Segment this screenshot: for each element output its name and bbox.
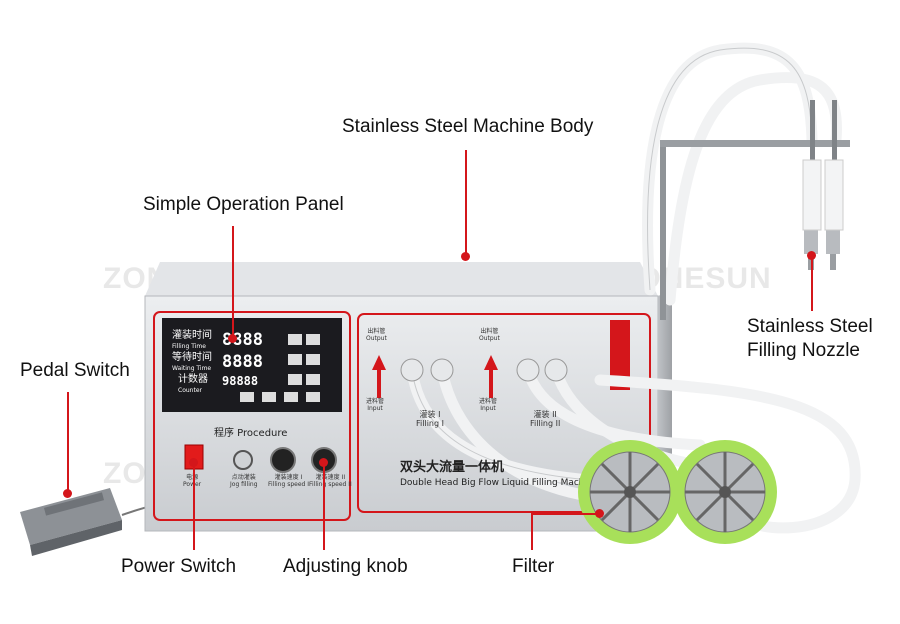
jog-button-graphic <box>233 450 253 470</box>
waiting-time-label: 等待时间 Waiting Time <box>172 352 212 372</box>
power-label: 电源Power <box>183 474 201 488</box>
procedure-label: 程序 Procedure <box>214 428 288 439</box>
label-filter: Filter <box>512 556 555 577</box>
leader-machine-body <box>465 150 467 256</box>
label-pedal-switch: Pedal Switch <box>20 360 130 381</box>
leader-dot-nozzle <box>807 251 816 260</box>
filling-time-label: 灌装时间 Filling Time <box>172 330 212 350</box>
counter-display: 98888 <box>222 374 259 388</box>
filter-1-graphic <box>578 440 682 544</box>
filter-2-graphic <box>673 440 777 544</box>
knob-1-graphic <box>270 447 296 473</box>
warning-label <box>610 320 630 390</box>
waiting-time-display: 8888 <box>222 352 263 372</box>
leader-operation-panel <box>232 226 234 338</box>
front-red-frame <box>357 313 651 513</box>
leader-dot-power-switch <box>189 458 198 467</box>
panel-keypad <box>240 334 320 402</box>
leader-filter-horizontal <box>531 513 599 515</box>
label-nozzle-line2: Filling Nozzle <box>747 340 860 361</box>
nozzle-bracket-graphic <box>660 100 850 320</box>
counter-label: 计数器 Counter <box>178 374 208 394</box>
leader-dot-machine-body <box>461 252 470 261</box>
arrow-2-graphic <box>484 355 498 398</box>
label-adjusting-knob: Adjusting knob <box>283 556 408 577</box>
label-power-switch: Power Switch <box>121 556 237 577</box>
leader-dot-operation-panel <box>228 334 237 343</box>
leader-dot-pedal-switch <box>63 489 72 498</box>
leader-power-switch <box>193 462 195 550</box>
leader-pedal-switch <box>67 392 69 492</box>
inlet-fitting-2 <box>430 358 454 382</box>
arrow-1-graphic <box>372 355 386 398</box>
leader-nozzle <box>811 255 813 311</box>
inlet-fitting-3 <box>516 358 540 382</box>
label-nozzle-line1: Stainless Steel <box>747 316 873 337</box>
tubes-outline <box>411 47 813 481</box>
leader-dot-filter <box>595 509 604 518</box>
machine-title-en: Double Head Big Flow Liquid Filling Mach… <box>400 478 580 488</box>
leader-adjusting-knob <box>323 462 325 550</box>
leader-dot-adjusting-knob <box>319 458 328 467</box>
pedal-switch-graphic <box>20 488 201 556</box>
label-operation-panel: Simple Operation Panel <box>143 194 344 215</box>
inlet-fitting-1 <box>400 358 424 382</box>
machine-title-cn: 双头大流量一体机 <box>400 460 505 475</box>
label-machine-body: Stainless Steel Machine Body <box>342 116 594 137</box>
panel-red-frame <box>153 311 351 521</box>
leader-filter-vertical <box>531 513 533 550</box>
inlet-fitting-4 <box>544 358 568 382</box>
